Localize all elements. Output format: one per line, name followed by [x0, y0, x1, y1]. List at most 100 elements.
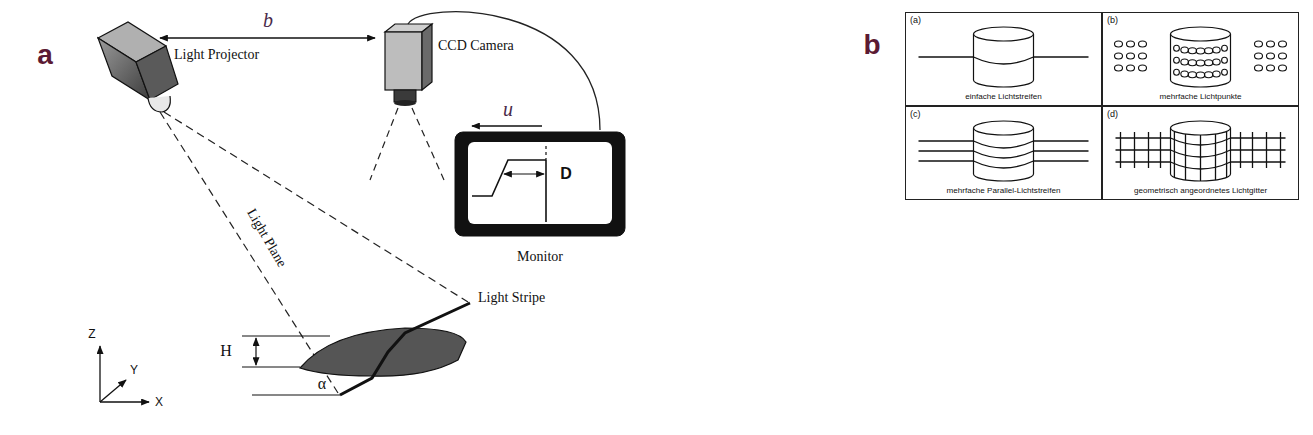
light-line [1200, 135, 1201, 181]
pattern-cell: (d) geometrisch angeordnetes Lichtgitter [1102, 106, 1299, 200]
light-dot [1181, 59, 1189, 65]
cell-caption: mehrfache Lichtpunkte [1103, 93, 1298, 102]
light-line [1231, 161, 1286, 162]
ccd-camera [385, 24, 432, 106]
light-line [1034, 150, 1089, 151]
dimension-arrow [255, 338, 256, 365]
cell-tag: (a) [910, 16, 921, 25]
light-stripe [340, 303, 470, 395]
light-dot [1267, 41, 1275, 47]
part-label: Monitor [517, 249, 563, 265]
light-dot [1279, 65, 1287, 71]
light-line [1034, 140, 1089, 141]
camera-view-line [370, 108, 398, 180]
cylinder [1171, 80, 1231, 87]
light-dot [1267, 53, 1275, 59]
light-dot [1139, 53, 1147, 59]
axis-z [99, 346, 100, 402]
monitor [455, 132, 625, 236]
light-line [1185, 134, 1186, 180]
light-line [1215, 134, 1216, 180]
light-dot [1139, 41, 1147, 47]
cylinder [1230, 34, 1231, 80]
light-dot [1279, 41, 1287, 47]
light-line [919, 150, 974, 151]
light-plane-edge [160, 112, 338, 393]
scan-arrow [472, 125, 542, 126]
light-dot [1188, 60, 1196, 66]
axis-label: Y [130, 363, 138, 377]
light-line [1034, 160, 1089, 161]
light-dot [1222, 69, 1228, 75]
light-dot [1115, 65, 1123, 71]
light-line [1174, 131, 1175, 177]
dimension-line [242, 336, 330, 337]
light-dot [1213, 71, 1221, 77]
light-line [919, 140, 974, 141]
direction-symbol: u [503, 98, 513, 121]
light-dot [1115, 53, 1123, 59]
axis-x [100, 401, 149, 402]
light-dot [1174, 69, 1180, 75]
light-dot [1127, 65, 1135, 71]
cylinder [1171, 121, 1231, 135]
light-line [1116, 161, 1171, 162]
cylinder [1170, 128, 1171, 174]
dimension-label: H [220, 342, 232, 360]
light-dot [1255, 41, 1263, 47]
cylinder [1230, 128, 1231, 174]
cell-caption: einfache Lichtstreifen [906, 93, 1101, 102]
cell-tag: (d) [1107, 110, 1118, 119]
axis-y [100, 380, 126, 402]
dimension-line [242, 367, 300, 368]
light-dot [1204, 72, 1212, 78]
light-projector [98, 22, 178, 112]
cylinder [974, 80, 1034, 87]
light-line [1266, 132, 1267, 168]
axis-label: Z [88, 327, 95, 341]
light-dot [1188, 72, 1196, 78]
light-dot [1255, 53, 1263, 59]
light-dot [1188, 48, 1196, 54]
light-dot [1115, 41, 1123, 47]
panel-letter: b [863, 29, 880, 61]
cylinder [1171, 27, 1231, 41]
light-dot [1267, 65, 1275, 71]
camera-view-line [412, 108, 444, 180]
light-dot [1279, 53, 1287, 59]
cylinder [974, 27, 1034, 41]
light-line [1120, 132, 1121, 168]
light-dot [1127, 53, 1135, 59]
pattern-cell: (b)mehrfache Lichtpunkte [1102, 12, 1299, 106]
cell-caption: mehrfache Parallel-Lichtstreifen [906, 187, 1101, 196]
light-line [1034, 56, 1089, 57]
light-line [1231, 149, 1286, 150]
light-line [974, 57, 1034, 64]
light-dot [1204, 60, 1212, 66]
light-line [974, 141, 1034, 148]
light-dot [1222, 57, 1228, 63]
base-line [252, 394, 340, 395]
cylinder [974, 174, 1034, 181]
light-line [1116, 149, 1171, 150]
angle-label: α [318, 375, 326, 393]
camera-cable [408, 12, 600, 130]
measured-object [300, 328, 466, 376]
light-line [974, 161, 1034, 168]
light-dot [1174, 57, 1180, 63]
cell-caption: geometrisch angeordnetes Lichtgitter [1103, 187, 1298, 196]
light-dot [1213, 59, 1221, 65]
light-line [1160, 132, 1161, 168]
light-dot [1181, 71, 1189, 77]
light-line [974, 151, 1034, 158]
part-label: Light Plane [243, 206, 289, 270]
distance-symbol: b [263, 9, 273, 32]
cylinder [1170, 34, 1171, 80]
light-line [1252, 132, 1253, 168]
light-dot [1127, 41, 1135, 47]
light-dot [1213, 47, 1221, 53]
cell-tag: (c) [910, 110, 921, 119]
light-line [1280, 132, 1281, 168]
